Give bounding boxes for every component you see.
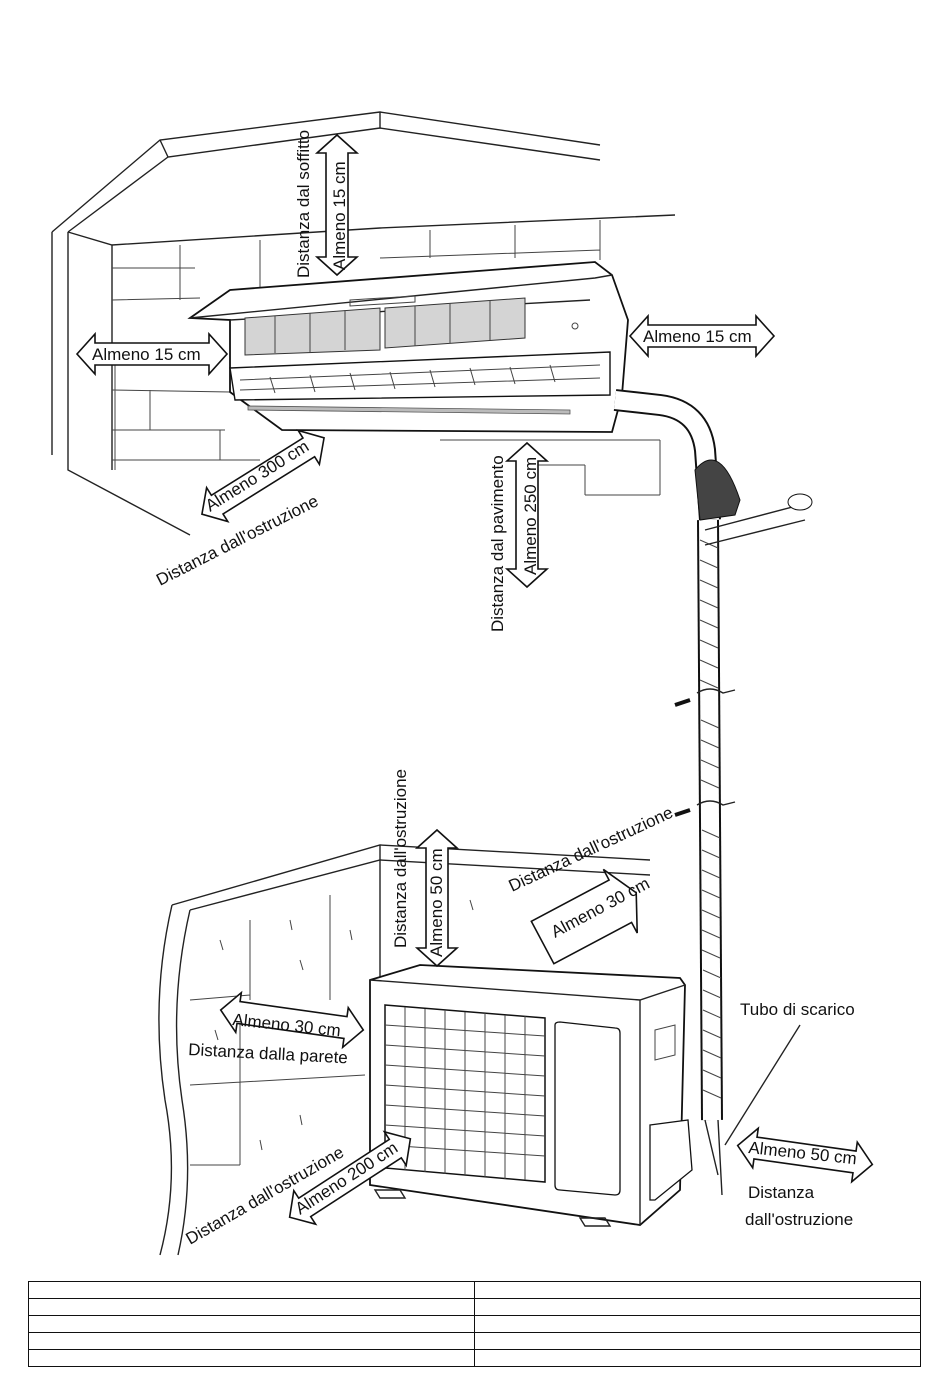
refrigerant-pipe — [613, 389, 813, 1196]
front-distance-label: Distanza dall'ostruzione — [153, 491, 321, 589]
side-out-distance-label-2: dall'ostruzione — [745, 1210, 853, 1229]
floor-min-label: Almeno 250 cm — [521, 457, 540, 575]
table-cell — [474, 1315, 921, 1333]
ceiling-distance-label: Distanza dal soffitto — [294, 130, 313, 278]
left-clearance-arrow — [75, 331, 229, 377]
wall-clearance-arrow — [219, 990, 365, 1050]
table-cell — [474, 1349, 921, 1367]
drain-label: Tubo di scarico — [740, 1000, 855, 1019]
outdoor-top-clearance-arrow — [414, 828, 460, 968]
table-row — [28, 1298, 921, 1316]
right-min-label: Almeno 15 cm — [643, 327, 752, 346]
outdoor-walls — [158, 844, 651, 1256]
table-cell — [28, 1315, 475, 1333]
indoor-unit — [187, 261, 629, 433]
ceiling-clearance-arrow — [314, 133, 360, 277]
table-cell — [474, 1332, 921, 1350]
front-clearance-arrow — [201, 429, 325, 523]
floor-distance-label: Distanza dal pavimento — [488, 455, 507, 632]
table-row — [28, 1281, 921, 1299]
table-cell — [28, 1298, 475, 1316]
outdoor-back-clearance-arrow — [530, 868, 639, 965]
side-out-distance-label-1: Distanza — [748, 1183, 815, 1202]
back-out-distance-label: Distanza dall'ostruzione — [506, 803, 676, 896]
drain-leader-line — [724, 1024, 801, 1146]
top-out-distance-label: Distanza dall'ostruzione — [391, 769, 410, 948]
floor-clearance-arrow — [504, 441, 550, 589]
table-cell — [28, 1332, 475, 1350]
outdoor-unit — [369, 964, 693, 1227]
wall-distance-label: Distanza dalla parete — [188, 1040, 348, 1067]
left-min-label: Almeno 15 cm — [92, 345, 201, 364]
table-cell — [474, 1281, 921, 1299]
table-cell — [474, 1298, 921, 1316]
table-row — [28, 1332, 921, 1350]
side-clearance-arrow — [736, 1126, 874, 1184]
blank-table — [28, 1281, 921, 1367]
table-cell — [28, 1349, 475, 1367]
table-row — [28, 1349, 921, 1367]
top-out-min-label: Almeno 50 cm — [427, 848, 446, 957]
right-clearance-arrow — [628, 313, 776, 359]
ceiling-min-label: Almeno 15 cm — [330, 161, 349, 270]
outdoor-front-clearance-arrow — [288, 1130, 412, 1226]
table-row — [28, 1315, 921, 1333]
table-cell — [28, 1281, 475, 1299]
